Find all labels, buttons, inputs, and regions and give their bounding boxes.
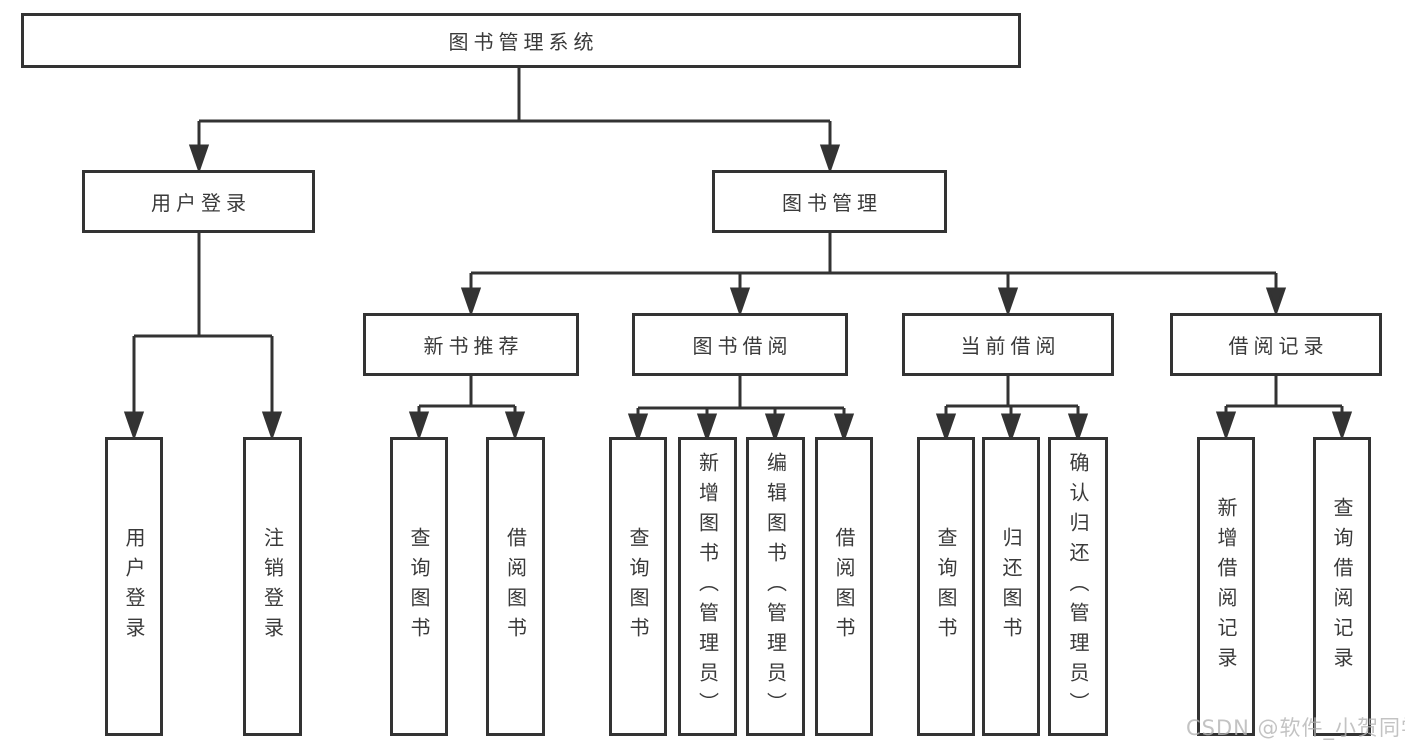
arrowhead — [1215, 411, 1237, 441]
leaf-borrowing-edit-book-admin: 编辑图书（管理员） — [746, 437, 805, 736]
leaf-user-login: 用户登录 — [105, 437, 163, 736]
node-new-book-recommend-label: 新书推荐 — [423, 334, 524, 358]
node-book-management-label: 图书管理 — [782, 191, 882, 215]
node-book-borrowing-label: 图书借阅 — [692, 334, 793, 358]
leaf-borrowing-borrow-book-label: 借阅图书 — [832, 526, 856, 647]
node-book-management: 图书管理 — [712, 170, 947, 233]
node-new-book-recommend: 新书推荐 — [363, 313, 579, 376]
leaf-logout-label: 注销登录 — [260, 526, 285, 647]
arrowhead — [1067, 413, 1089, 443]
node-current-borrowing: 当前借阅 — [902, 313, 1114, 376]
leaf-borrowing-query-book-label: 查询图书 — [626, 526, 650, 647]
csdn-watermark: CSDN @软件_小贺同学 — [1186, 716, 1405, 740]
arrowhead — [935, 413, 957, 443]
node-user-login-label: 用户登录 — [151, 191, 251, 215]
arrowhead — [123, 411, 145, 441]
leaf-user-login-label: 用户登录 — [122, 526, 146, 647]
arrowhead — [408, 411, 430, 441]
node-book-borrowing: 图书借阅 — [632, 313, 848, 376]
arrowhead — [1000, 413, 1022, 443]
leaf-current-return-book: 归还图书 — [982, 437, 1040, 736]
leaf-recommend-borrow-book-label: 借阅图书 — [503, 526, 528, 647]
arrowhead — [460, 287, 482, 317]
arrowhead — [729, 287, 751, 317]
arrowhead — [819, 144, 841, 174]
connector-borrowing-records-to-children — [1215, 376, 1353, 441]
node-borrowing-records: 借阅记录 — [1170, 313, 1382, 376]
leaf-current-query-book-label: 查询图书 — [934, 526, 958, 647]
leaf-recommend-query-book-label: 查询图书 — [407, 526, 431, 647]
arrowhead — [1331, 411, 1353, 441]
leaf-borrowing-add-book-admin: 新增图书（管理员） — [678, 437, 737, 736]
leaf-current-query-book: 查询图书 — [917, 437, 975, 736]
connector-book-management-to-level3 — [460, 233, 1287, 317]
leaf-logout: 注销登录 — [243, 437, 302, 736]
leaf-borrowing-query-book: 查询图书 — [609, 437, 667, 736]
node-borrowing-records-label: 借阅记录 — [1228, 334, 1329, 358]
arrowhead — [627, 413, 649, 443]
leaf-recommend-borrow-book: 借阅图书 — [486, 437, 545, 736]
leaf-records-add-record-label: 新增借阅记录 — [1214, 496, 1238, 677]
leaf-records-query-record-label: 查询借阅记录 — [1330, 496, 1354, 677]
leaf-borrowing-borrow-book: 借阅图书 — [815, 437, 873, 736]
connector-new-book-recommend-to-children — [408, 376, 526, 441]
connector-current-borrowing-to-children — [935, 376, 1089, 443]
leaf-records-add-record: 新增借阅记录 — [1197, 437, 1255, 736]
leaf-current-confirm-return-admin-label: 确认归还（管理员） — [1066, 451, 1090, 722]
arrowhead — [504, 411, 526, 441]
node-user-login: 用户登录 — [82, 170, 315, 233]
arrowhead — [997, 287, 1019, 317]
arrowhead — [188, 144, 210, 174]
node-root-label: 图书管理系统 — [448, 30, 599, 54]
connector-root-to-level2 — [188, 68, 841, 174]
leaf-borrowing-add-book-admin-label: 新增图书（管理员） — [695, 451, 720, 722]
node-root: 图书管理系统 — [21, 13, 1021, 68]
arrowhead — [833, 413, 855, 443]
leaf-recommend-query-book: 查询图书 — [390, 437, 448, 736]
leaf-borrowing-edit-book-admin-label: 编辑图书（管理员） — [763, 451, 788, 722]
connector-user-login-to-children — [123, 233, 283, 441]
arrowhead — [696, 413, 718, 443]
arrowhead — [1265, 287, 1287, 317]
arrowhead — [261, 411, 283, 441]
leaf-records-query-record: 查询借阅记录 — [1313, 437, 1371, 736]
leaf-current-confirm-return-admin: 确认归还（管理员） — [1048, 437, 1108, 736]
leaf-current-return-book-label: 归还图书 — [999, 526, 1023, 647]
connector-book-borrowing-to-children — [627, 376, 855, 443]
arrowhead — [764, 413, 786, 443]
node-current-borrowing-label: 当前借阅 — [960, 334, 1061, 358]
